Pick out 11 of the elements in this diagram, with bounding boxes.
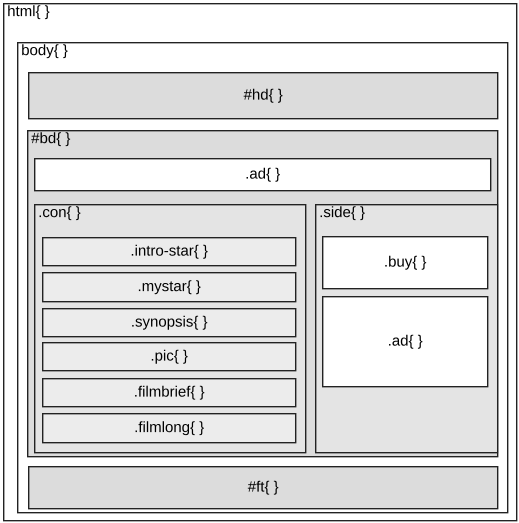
layout-box: #ft{ } [28,466,498,510]
layout-box: .filmlong{ } [42,413,296,444]
layout-box: .pic{ } [42,342,296,372]
layout-box: .ad{ } [322,296,488,388]
layout-box: .synopsis{ } [42,308,296,338]
layout-box: .ad{ } [34,158,492,192]
layout-box: #hd{ } [28,72,498,120]
layout-box: .intro-star{ } [42,237,296,266]
layout-box: .buy{ } [322,236,488,290]
layout-box: .filmbrief{ } [42,378,296,408]
layout-box: .mystar{ } [42,272,296,302]
